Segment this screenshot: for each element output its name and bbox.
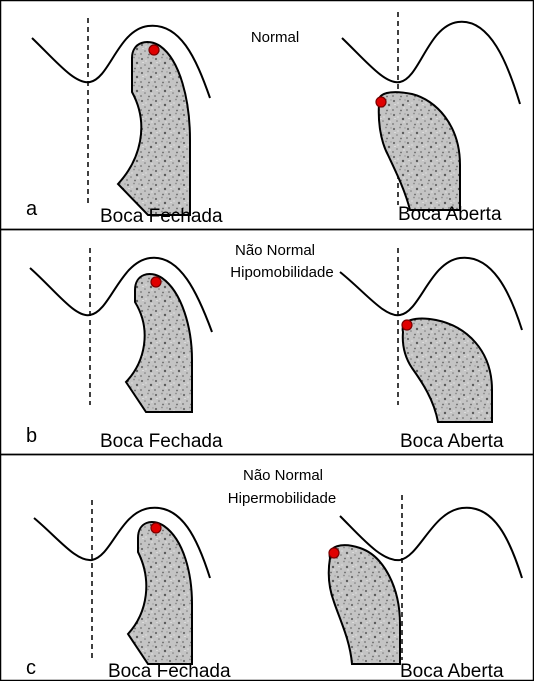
panel-a-title: Normal bbox=[251, 29, 299, 46]
panel-a-open-fossa-contour bbox=[342, 22, 520, 104]
panel-a-closed-marker bbox=[149, 45, 159, 55]
panel-b-open-marker bbox=[402, 320, 412, 330]
panel-a-closed-joint bbox=[32, 18, 210, 215]
panel-c-closed-joint bbox=[34, 500, 210, 664]
panel-b-closed-label: Boca Fechada bbox=[100, 431, 223, 452]
panel-b-title-line-2: Hipomobilidade bbox=[230, 264, 333, 281]
panel-c-letter: c bbox=[26, 657, 36, 679]
panel-c bbox=[34, 495, 522, 664]
panel-a-open-marker bbox=[376, 97, 386, 107]
panel-b-letter: b bbox=[26, 425, 37, 447]
panel-b-open-joint bbox=[340, 248, 522, 422]
panel-c-frame bbox=[1, 455, 534, 681]
panel-c-title-line-1: Não Normal bbox=[243, 467, 323, 484]
panel-a-open-condyle bbox=[379, 92, 460, 210]
panel-b-open-condyle bbox=[403, 319, 492, 423]
panel-c-open-label: Boca Aberta bbox=[400, 661, 504, 681]
panel-a-letter: a bbox=[26, 198, 38, 220]
panel-b-closed-condyle bbox=[126, 274, 192, 412]
panel-b-closed-marker bbox=[151, 277, 161, 287]
panel-c-closed-condyle bbox=[128, 522, 192, 664]
panel-c-closed-label: Boca Fechada bbox=[108, 661, 231, 681]
panel-c-open-marker bbox=[329, 548, 339, 558]
panel-a-open-joint bbox=[342, 12, 520, 210]
panel-c-open-joint bbox=[329, 495, 522, 664]
panel-c-closed-marker bbox=[151, 523, 161, 533]
panel-c-open-condyle bbox=[329, 545, 400, 664]
panel-b-closed-joint bbox=[30, 248, 212, 412]
panel-a-closed-condyle bbox=[118, 42, 190, 215]
panel-b-open-label: Boca Aberta bbox=[400, 431, 504, 452]
panel-b-title-line-1: Não Normal bbox=[235, 242, 315, 259]
panel-a-open-label: Boca Aberta bbox=[398, 204, 502, 225]
panel-a-closed-label: Boca Fechada bbox=[100, 206, 223, 227]
panel-c-title-line-2: Hipermobilidade bbox=[228, 490, 336, 507]
